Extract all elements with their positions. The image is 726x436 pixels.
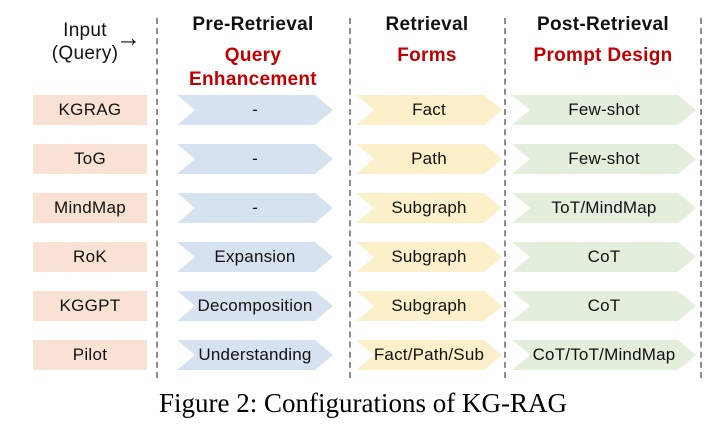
retrieval-arrow: Subgraph [356,291,502,321]
system-label: RoK [33,242,147,272]
stage-title: Post-Retrieval [537,14,669,35]
retrieval-arrow: Subgraph [356,193,502,223]
pre-retrieval-arrow: Expansion [177,242,333,272]
column-header-post-retrieval: Post-Retrieval Prompt Design [508,13,698,68]
retrieval-arrow: Fact [356,95,502,125]
stage-aspect: Forms [397,45,457,66]
pre-retrieval-arrow: - [177,193,333,223]
table-row: ToG - Path Few-shot [0,144,726,174]
stage-aspect: Prompt Design [533,45,673,66]
post-retrieval-arrow: Few-shot [512,95,696,125]
column-header-pre-retrieval: Pre-Retrieval Query Enhancement [163,13,343,92]
pre-retrieval-arrow: Understanding [177,340,333,370]
input-label-line2: (Query) [51,43,119,64]
column-divider [156,18,158,378]
system-label: Pilot [33,340,147,370]
input-query-label: Input (Query) [35,19,135,65]
system-label: MindMap [33,193,147,223]
figure-caption: Figure 2: Configurations of KG-RAG [159,388,567,418]
system-label: KGGPT [33,291,147,321]
pre-retrieval-arrow: - [177,144,333,174]
right-arrow-icon: → [116,24,141,52]
column-divider [700,18,702,378]
post-retrieval-arrow: CoT [512,291,696,321]
post-retrieval-arrow: Few-shot [512,144,696,174]
table-row: KGRAG - Fact Few-shot [0,95,726,125]
column-divider [504,18,506,378]
system-label: ToG [33,144,147,174]
pre-retrieval-arrow: Decomposition [177,291,333,321]
retrieval-arrow: Fact/Path/Sub [356,340,502,370]
retrieval-arrow: Path [356,144,502,174]
stage-title: Retrieval [385,14,469,35]
post-retrieval-arrow: CoT/ToT/MindMap [512,340,696,370]
table-row: Pilot Understanding Fact/Path/Sub CoT/To… [0,340,726,370]
table-row: MindMap - Subgraph ToT/MindMap [0,193,726,223]
column-header-retrieval: Retrieval Forms [352,13,502,68]
input-label-line1: Input [63,20,107,41]
post-retrieval-arrow: ToT/MindMap [512,193,696,223]
stage-title: Pre-Retrieval [192,14,314,35]
retrieval-arrow: Subgraph [356,242,502,272]
system-label: KGRAG [33,95,147,125]
stage-aspect: Query Enhancement [189,45,317,90]
column-divider [349,18,351,378]
post-retrieval-arrow: CoT [512,242,696,272]
table-row: RoK Expansion Subgraph CoT [0,242,726,272]
table-row: KGGPT Decomposition Subgraph CoT [0,291,726,321]
pre-retrieval-arrow: - [177,95,333,125]
